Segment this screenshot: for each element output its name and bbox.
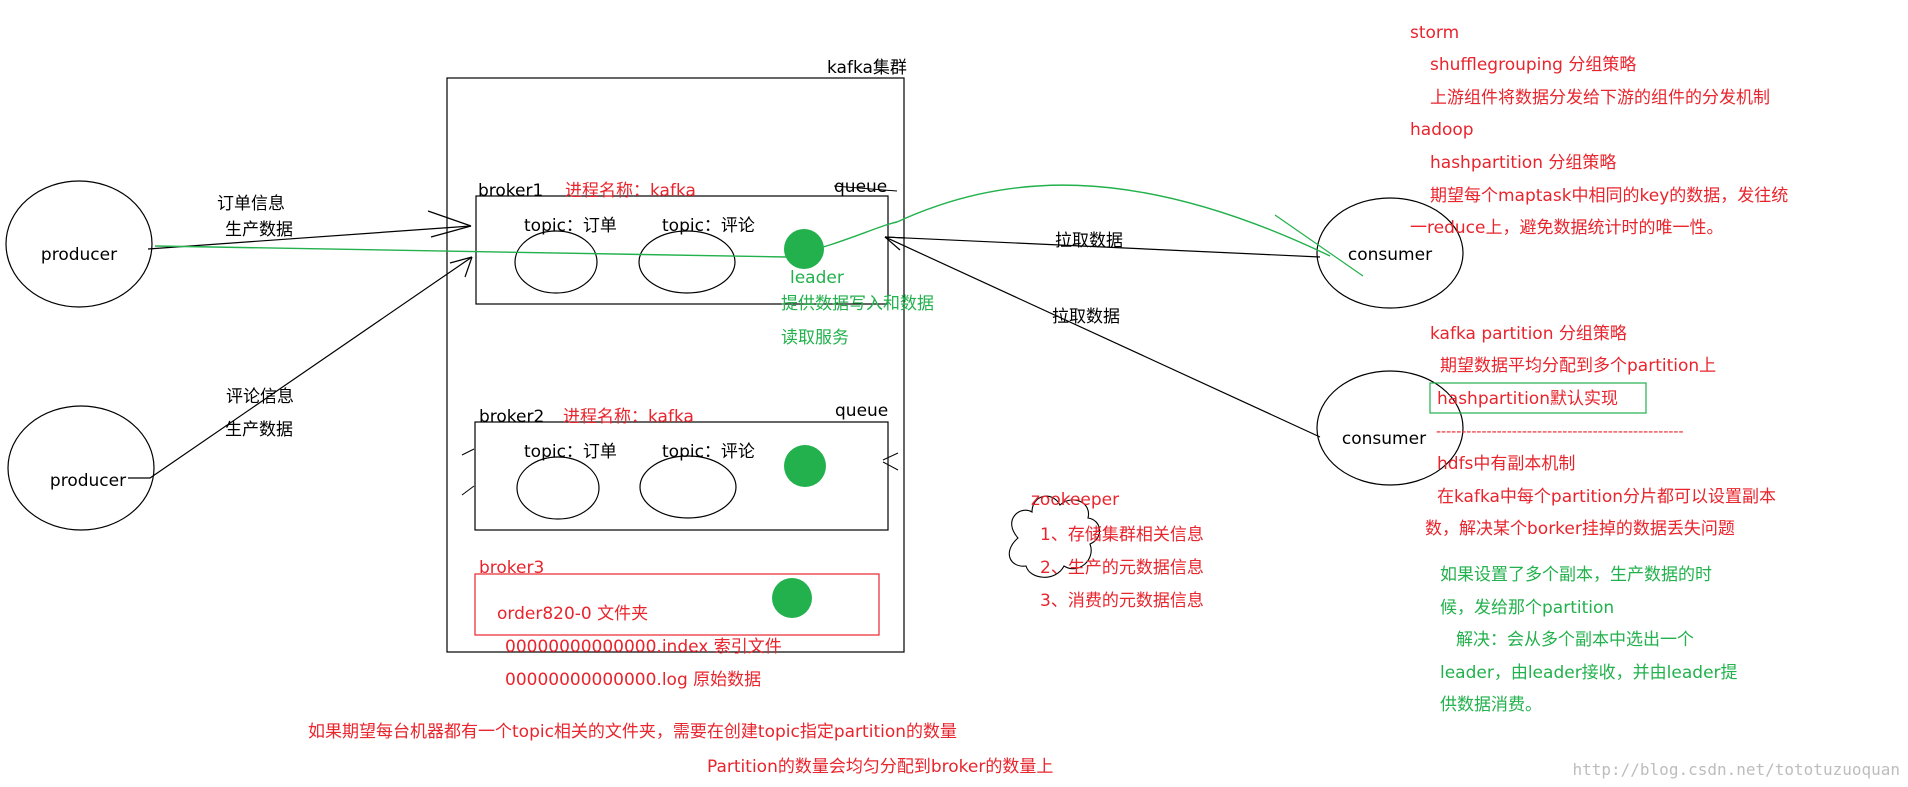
producer-label-2: producer bbox=[50, 471, 126, 491]
producer1-arrow bbox=[147, 225, 472, 250]
producer2-arrow bbox=[128, 256, 473, 479]
producer-node-1 bbox=[5, 180, 153, 308]
broker1-topic-order: topic：订单 bbox=[524, 216, 617, 236]
note-replica-a-2: leader，由leader接收，并由leader提 bbox=[1440, 663, 1738, 683]
zookeeper-title: zookeeper bbox=[1031, 490, 1119, 510]
broker1-partition-comment bbox=[638, 230, 736, 294]
broker3-log-file: 00000000000000.log 原始数据 bbox=[505, 670, 761, 690]
label-order-info: 订单信息 bbox=[217, 194, 285, 214]
broker1-queue-mark bbox=[833, 185, 898, 192]
note-kafka-replica-1: 在kafka中每个partition分片都可以设置副本 bbox=[1437, 487, 1776, 507]
note-shuffle-desc: 上游组件将数据分发给下游的组件的分发机制 bbox=[1430, 88, 1770, 108]
label-pull-data-1: 拉取数据 bbox=[1055, 231, 1123, 251]
broker1-name: broker1 bbox=[478, 181, 543, 201]
pull-tick-b bbox=[884, 236, 901, 251]
broker1-process: 进程名称：kafka bbox=[565, 181, 696, 201]
note-bottom-2: Partition的数量会均匀分配到broker的数量上 bbox=[707, 757, 1053, 777]
producer1-arrowhead-a bbox=[427, 210, 472, 227]
note-divider: ----------------------------------------… bbox=[1436, 424, 1684, 440]
note-hadoop: hadoop bbox=[1410, 120, 1474, 140]
note-kafka-partition: kafka partition 分组策略 bbox=[1430, 324, 1627, 344]
note-hdfs: hdfs中有副本机制 bbox=[1437, 454, 1575, 474]
producer1-arrowhead-b bbox=[430, 225, 472, 238]
pull-line-consumer1 bbox=[884, 236, 1321, 258]
note-default-impl: hashpartition默认实现 bbox=[1437, 389, 1618, 409]
broker2-topic-order: topic：订单 bbox=[524, 442, 617, 462]
note-kafka-replica-2: 数，解决某个borker挂掉的数据丢失问题 bbox=[1425, 519, 1735, 539]
watermark-url: http://blog.csdn.net/tototuzuoquan bbox=[1572, 760, 1900, 779]
zookeeper-item-2: 2、生产的元数据信息 bbox=[1040, 558, 1204, 578]
broker2-queue: queue bbox=[835, 401, 888, 421]
consumer-node-1 bbox=[1316, 197, 1464, 309]
leader-flow-to-consumer bbox=[1274, 214, 1364, 277]
producer-label-1: producer bbox=[41, 245, 117, 265]
broker2-queue-mark-a bbox=[882, 452, 899, 461]
note-hashpartition: hashpartition 分组策略 bbox=[1430, 153, 1616, 173]
consumer-label-1: consumer bbox=[1348, 245, 1432, 265]
broker2-box bbox=[474, 421, 889, 531]
note-replica-q-1: 如果设置了多个副本，生产数据的时 bbox=[1440, 565, 1712, 585]
broker1-queue: queue bbox=[834, 177, 887, 197]
broker2-partition-comment bbox=[639, 455, 737, 519]
producer-node-2 bbox=[7, 405, 155, 531]
broker3-box bbox=[474, 573, 880, 636]
note-replica-q-2: 候，发给那个partition bbox=[1440, 598, 1614, 618]
broker2-name: broker2 bbox=[479, 407, 544, 427]
note-kafka-desc: 期望数据平均分配到多个partition上 bbox=[1440, 356, 1716, 376]
note-replica-a-1: 解决：会从多个副本中选出一个 bbox=[1456, 630, 1694, 650]
note-shuffle: shufflegrouping 分组策略 bbox=[1430, 55, 1636, 75]
broker1-box bbox=[475, 195, 889, 305]
broker1-topic-comment: topic：评论 bbox=[662, 216, 755, 236]
label-produce-data-1: 生产数据 bbox=[225, 220, 293, 240]
consumer-node-2 bbox=[1316, 370, 1464, 486]
broker3-index-file: 00000000000000.index 索引文件 bbox=[505, 637, 782, 657]
leader-label: leader bbox=[790, 268, 844, 288]
broker2-queue-mark-b bbox=[882, 461, 899, 471]
broker1-leader-dot bbox=[784, 229, 824, 269]
broker2-left-mark-a bbox=[461, 448, 475, 456]
broker3-name: broker3 bbox=[479, 558, 544, 578]
zookeeper-item-1: 1、存储集群相关信息 bbox=[1040, 525, 1204, 545]
note-storm: storm bbox=[1410, 23, 1459, 43]
cluster-label: kafka集群 bbox=[827, 58, 907, 78]
consumer-label-2: consumer bbox=[1342, 429, 1426, 449]
label-produce-data-2: 生产数据 bbox=[225, 420, 293, 440]
label-comment-info: 评论信息 bbox=[226, 387, 294, 407]
kafka-cluster-box bbox=[446, 77, 905, 653]
broker2-topic-comment: topic：评论 bbox=[662, 442, 755, 462]
broker2-partition-order bbox=[516, 456, 600, 520]
pull-tick-a bbox=[884, 236, 906, 239]
note-replica-a-3: 供数据消费。 bbox=[1440, 695, 1542, 715]
broker3-folder: order820-0 文件夹 bbox=[497, 604, 648, 624]
producer2-arrowhead-b bbox=[464, 256, 473, 278]
pull-line-consumer2 bbox=[884, 236, 1321, 438]
leader-flow-path bbox=[154, 184, 1331, 258]
default-impl-box bbox=[1429, 382, 1647, 414]
producer2-arrowhead-a bbox=[449, 256, 473, 264]
zookeeper-cloud-icon bbox=[1008, 495, 1101, 578]
note-hash-desc-1: 期望每个maptask中相同的key的数据，发往统 bbox=[1430, 186, 1788, 206]
zookeeper-item-3: 3、消费的元数据信息 bbox=[1040, 591, 1204, 611]
note-hash-desc-2: 一reduce上，避免数据统计时的唯一性。 bbox=[1410, 218, 1723, 238]
label-pull-data-2: 拉取数据 bbox=[1052, 307, 1120, 327]
broker1-partition-order bbox=[514, 230, 598, 294]
leader-desc-1: 提供数据写入和数据 bbox=[781, 294, 934, 314]
note-bottom-1: 如果期望每台机器都有一个topic相关的文件夹，需要在创建topic指定part… bbox=[308, 722, 957, 742]
broker2-replica-dot bbox=[784, 445, 826, 487]
broker2-process: 进程名称：kafka bbox=[563, 407, 694, 427]
leader-desc-2: 读取服务 bbox=[781, 328, 849, 348]
broker2-left-mark-b bbox=[461, 485, 475, 496]
broker3-replica-dot bbox=[772, 578, 812, 618]
